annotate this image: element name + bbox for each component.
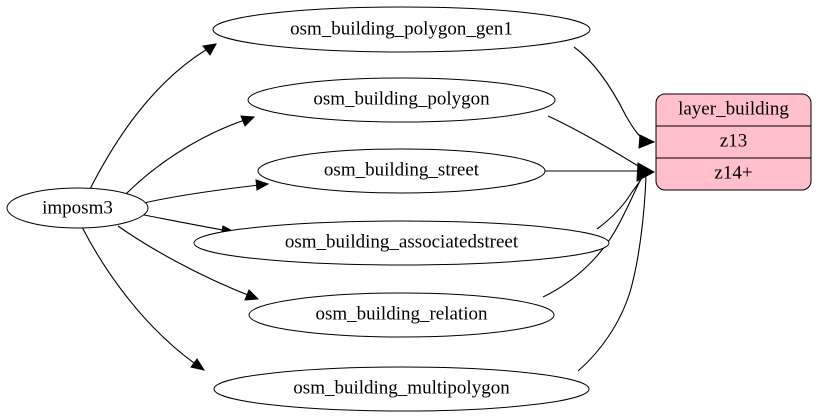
edge-path xyxy=(143,183,269,204)
edge-group-tables-to-layer xyxy=(542,46,656,372)
node-ellipse xyxy=(247,77,556,123)
edge-path xyxy=(89,43,217,190)
record-row-title: layer_building xyxy=(678,98,789,119)
edge-path xyxy=(125,116,255,195)
node-osm_building_multipolygon[interactable]: osm_building_multipolygon xyxy=(213,366,590,412)
edge-osm_building_polygon_gen1-to-layer_building_z13 xyxy=(573,46,656,149)
edge-path xyxy=(573,46,647,142)
arrow-head-icon xyxy=(244,289,260,301)
edge-path xyxy=(143,214,235,233)
node-osm_building_polygon[interactable]: osm_building_polygon xyxy=(247,77,556,123)
record-row-z14plus[interactable]: z14+ xyxy=(714,162,752,183)
node-osm_building_associatedstreet[interactable]: osm_building_associatedstreet xyxy=(193,220,610,266)
node-osm_building_street[interactable]: osm_building_street xyxy=(257,148,546,194)
node-label: imposm3 xyxy=(42,197,113,218)
edge-imposm3-to-osm_building_multipolygon xyxy=(81,226,206,371)
edge-imposm3-to-osm_building_polygon xyxy=(125,115,256,195)
node-label: osm_building_relation xyxy=(315,303,488,324)
node-layer_building[interactable]: layer_building z13 z14+ xyxy=(655,93,812,191)
edge-path xyxy=(117,225,259,300)
node-label: osm_building_polygon_gen1 xyxy=(290,18,513,39)
node-label: osm_building_associatedstreet xyxy=(285,231,519,252)
node-osm_building_relation[interactable]: osm_building_relation xyxy=(248,292,555,338)
edge-path xyxy=(577,175,647,372)
record-row-z13[interactable]: z13 xyxy=(720,130,747,151)
node-imposm3[interactable]: imposm3 xyxy=(6,187,149,229)
edge-osm_building_multipolygon-to-layer_building_z14plus xyxy=(577,175,647,372)
node-ellipse xyxy=(248,292,555,338)
record-background xyxy=(655,93,812,191)
node-ellipse xyxy=(213,366,590,412)
node-ellipse xyxy=(257,148,546,194)
node-ellipse xyxy=(6,187,149,229)
arrow-head-icon xyxy=(202,43,217,56)
node-osm_building_polygon_gen1[interactable]: osm_building_polygon_gen1 xyxy=(212,6,591,53)
node-label: osm_building_polygon xyxy=(313,88,490,109)
node-label: osm_building_multipolygon xyxy=(293,377,510,398)
node-ellipse xyxy=(193,220,610,266)
arrow-head-icon xyxy=(240,115,256,127)
arrow-head-icon xyxy=(638,134,656,149)
edge-imposm3-to-osm_building_polygon_gen1 xyxy=(89,43,217,190)
edge-path xyxy=(542,172,645,298)
edge-osm_building_relation-to-layer_building_z14plus xyxy=(542,172,645,298)
node-ellipse xyxy=(212,6,591,53)
edge-imposm3-to-osm_building_street xyxy=(143,179,270,204)
arrow-head-icon xyxy=(190,358,206,371)
node-label: osm_building_street xyxy=(324,159,480,180)
edge-imposm3-to-osm_building_relation xyxy=(117,225,260,301)
arrow-head-icon xyxy=(636,162,656,182)
arrow-head-icon xyxy=(255,179,270,191)
edge-path xyxy=(81,226,205,371)
